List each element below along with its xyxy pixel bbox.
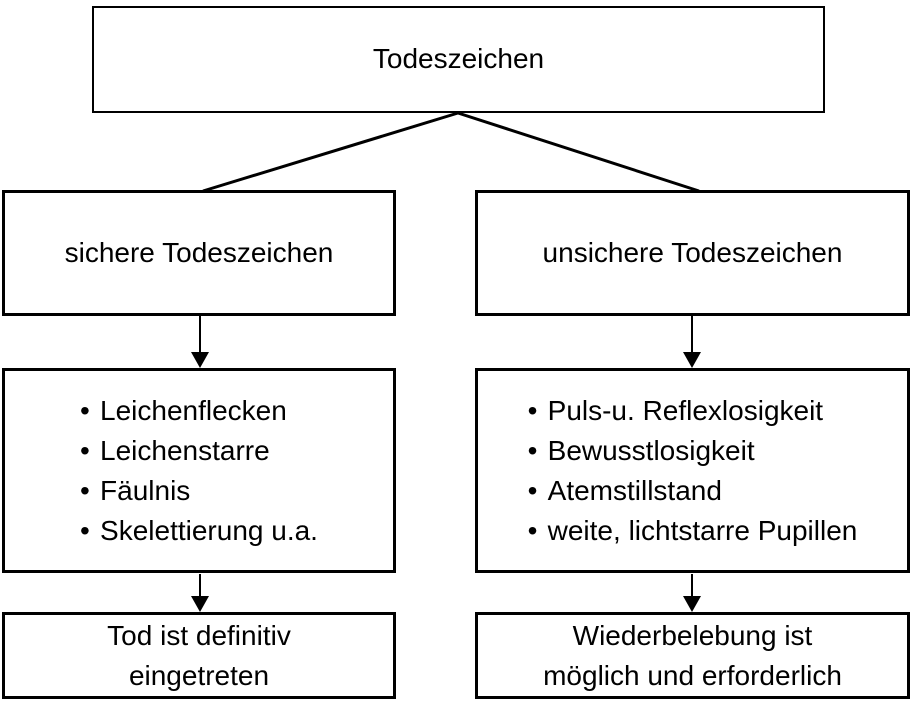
node-unsichere-todeszeichen: unsichere Todeszeichen <box>475 190 910 316</box>
outcome-left-line1: Tod ist definitiv <box>107 619 291 651</box>
node-outcome-wiederbelebung: Wiederbelebung ist möglich und erforderl… <box>475 612 910 699</box>
outcome-left-text: Tod ist definitiv eingetreten <box>107 616 291 696</box>
arrowhead-left-1 <box>191 352 209 368</box>
node-left-header-label: sichere Todeszeichen <box>64 236 334 268</box>
list-item: Leichenflecken <box>80 391 318 431</box>
list-item: weite, lichtstarre Pupillen <box>528 511 858 551</box>
list-item: Fäulnis <box>80 471 318 511</box>
outcome-left-line2: eingetreten <box>128 659 270 691</box>
node-root-todeszeichen: Todeszeichen <box>92 6 825 113</box>
arrowhead-left-2 <box>191 596 209 612</box>
outcome-right-line2: möglich und erforderlich <box>543 659 842 691</box>
sichere-bullet-list: Leichenflecken Leichenstarre Fäulnis Ske… <box>80 391 318 551</box>
list-item: Skelettierung u.a. <box>80 511 318 551</box>
node-sichere-list: Leichenflecken Leichenstarre Fäulnis Ske… <box>2 368 396 573</box>
node-unsichere-list: Puls-u. Reflexlosigkeit Bewusstlosigkeit… <box>475 368 910 573</box>
outcome-right-text: Wiederbelebung ist möglich und erforderl… <box>543 616 842 696</box>
list-item: Puls-u. Reflexlosigkeit <box>528 391 858 431</box>
node-right-header-label: unsichere Todeszeichen <box>542 236 843 268</box>
arrowhead-right-2 <box>683 596 701 612</box>
node-sichere-todeszeichen: sichere Todeszeichen <box>2 190 396 316</box>
outcome-right-line1: Wiederbelebung ist <box>572 619 813 651</box>
list-item: Atemstillstand <box>528 471 858 511</box>
arrowhead-right-1 <box>683 352 701 368</box>
list-item: Bewusstlosigkeit <box>528 431 858 471</box>
node-root-label: Todeszeichen <box>372 43 545 75</box>
branch-line-left <box>202 111 459 193</box>
branch-line-right <box>457 111 700 193</box>
list-item: Leichenstarre <box>80 431 318 471</box>
unsichere-bullet-list: Puls-u. Reflexlosigkeit Bewusstlosigkeit… <box>528 391 858 551</box>
node-outcome-tod-definitiv: Tod ist definitiv eingetreten <box>2 612 396 699</box>
